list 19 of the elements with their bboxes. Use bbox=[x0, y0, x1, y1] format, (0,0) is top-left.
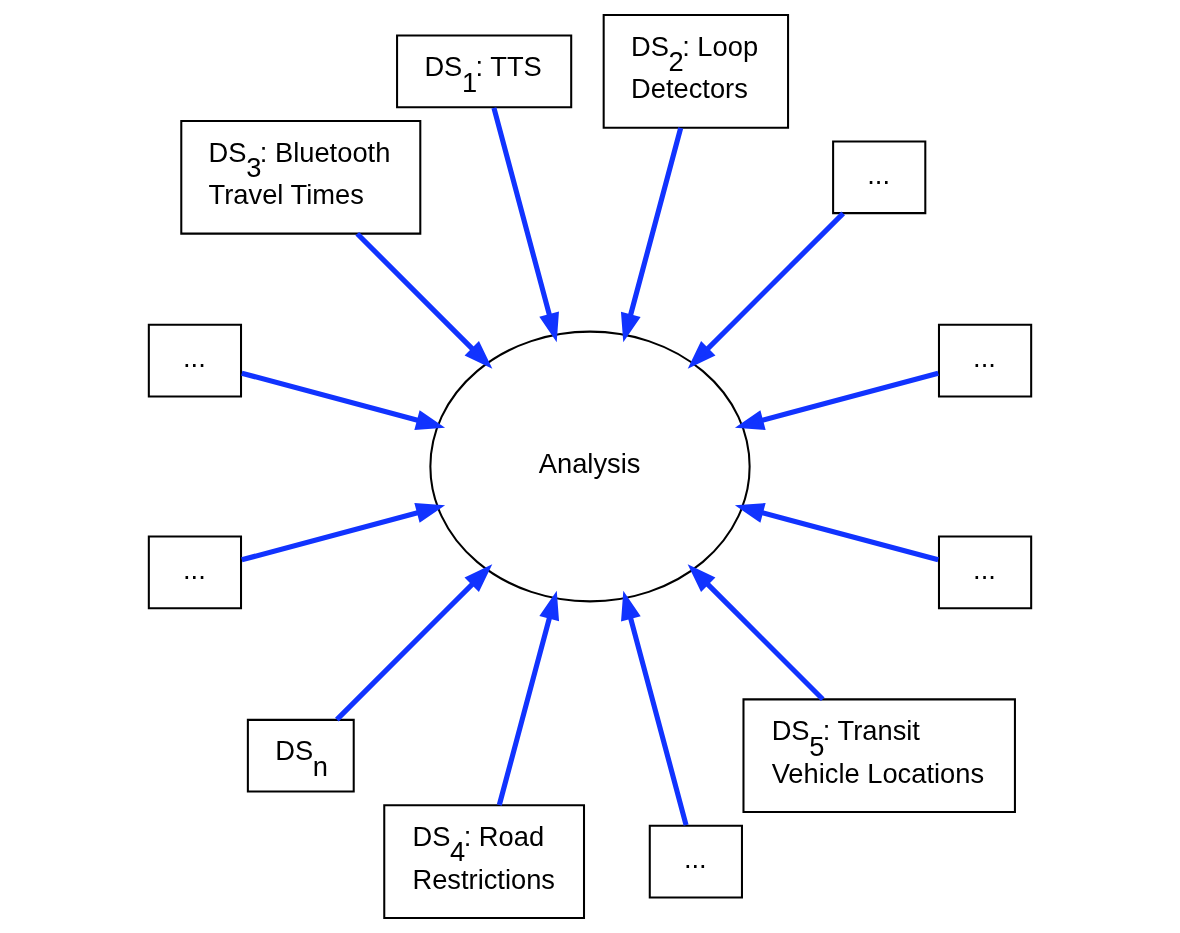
node-box: ... bbox=[147, 535, 243, 610]
arrow bbox=[355, 231, 493, 369]
arrow bbox=[734, 503, 939, 563]
arrow bbox=[620, 127, 684, 343]
arrow bbox=[491, 107, 559, 343]
arrow bbox=[335, 564, 493, 722]
node-ellipse: Analysis bbox=[429, 330, 751, 603]
node-box: ... bbox=[937, 535, 1033, 610]
arrow bbox=[687, 564, 825, 702]
arrow bbox=[687, 211, 845, 369]
arrow bbox=[496, 590, 560, 806]
arrow bbox=[621, 590, 689, 826]
arrow bbox=[734, 370, 939, 430]
node-box: ... bbox=[648, 824, 743, 899]
node-box: ... bbox=[937, 323, 1033, 398]
node-box: ... bbox=[832, 140, 927, 215]
arrow bbox=[241, 370, 446, 430]
arrow bbox=[241, 503, 446, 563]
node-box: ... bbox=[147, 323, 243, 398]
